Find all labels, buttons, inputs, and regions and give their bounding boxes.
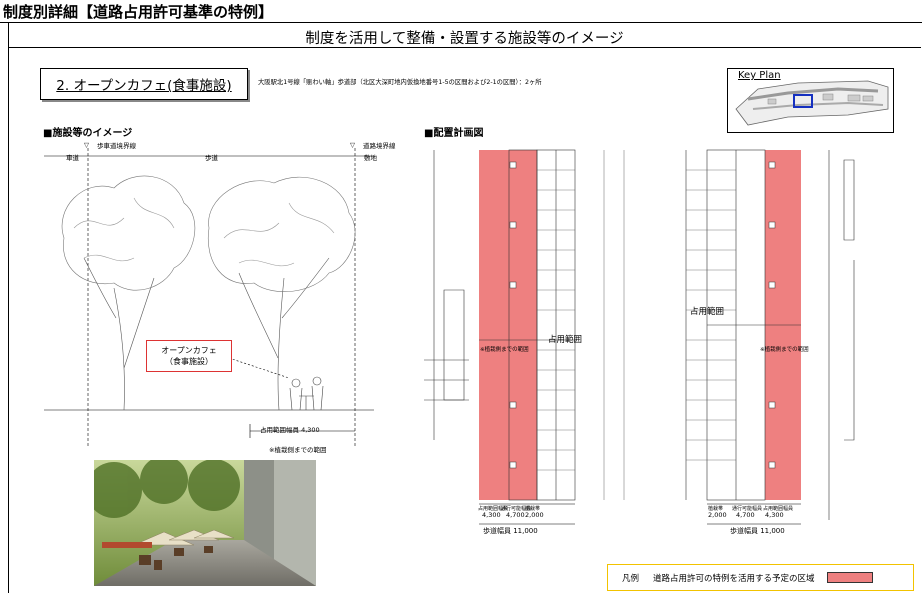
- legend-text: 道路占用許可の特例を活用する予定の区域: [653, 573, 815, 584]
- key-plan-map: [727, 68, 894, 133]
- left-planting-note: ※植栽側までの範囲: [480, 347, 529, 353]
- right-width-3-value: 4,300: [765, 511, 784, 519]
- site-label: 敷地: [364, 154, 377, 162]
- layout-plan-heading: ■配置計画図: [424, 128, 484, 139]
- triangle-marker-left: ▽: [84, 141, 89, 149]
- layout-plan-drawing: [424, 149, 855, 525]
- left-width-3-value: 2,000: [525, 511, 544, 519]
- key-plan-label: Key Plan: [738, 70, 781, 81]
- legend: 凡例 道路占用許可の特例を活用する予定の区域: [607, 564, 914, 591]
- left-width-2-value: 4,700: [506, 511, 525, 519]
- page-subtitle: 制度を活用して整備・設置する施設等のイメージ: [305, 31, 624, 47]
- sidewalk-boundary-label: 歩車道境界線: [97, 142, 136, 150]
- section-description: 大阪駅北1号線「賑わい軸」歩道部（北区大深町地内仮換地番号1-5の区間および2-…: [258, 79, 542, 86]
- section-title: 2. オープンカフェ(食事施設): [56, 78, 232, 94]
- right-occupancy-label: 占用範囲: [690, 307, 725, 317]
- right-width-3-name: 占用範囲幅員: [763, 506, 794, 512]
- right-width-2-name: 通行可能幅員: [732, 506, 763, 512]
- section-title-box: 2. オープンカフェ(食事施設): [40, 68, 248, 100]
- right-width-1-value: 2,000: [708, 511, 727, 519]
- left-occupancy-label: 占用範囲: [548, 335, 583, 345]
- right-width-2-value: 4,700: [736, 511, 755, 519]
- left-width-2-name: 通行可能幅員: [501, 506, 532, 512]
- left-total-width: 歩道幅員 11,000: [483, 527, 538, 535]
- left-width-3-name: 植栽帯: [525, 506, 541, 512]
- roadway-label: 車道: [66, 154, 79, 162]
- facility-image-heading: ■施設等のイメージ: [43, 128, 133, 139]
- sidewalk-label: 歩道: [205, 154, 218, 162]
- tree-elevation-drawing: [44, 148, 374, 448]
- subtitle-divider: [8, 47, 921, 48]
- title-divider: [0, 22, 922, 23]
- right-planting-note: ※植栽側までの範囲: [760, 347, 809, 353]
- left-width-1-name: 占用範囲幅員: [478, 506, 509, 512]
- open-cafe-photo: [94, 460, 316, 586]
- document-title: 制度別詳細【道路占用許可基準の特例】: [3, 3, 274, 21]
- left-occupancy-zone: [479, 150, 537, 500]
- planting-note: ※植栽側までの範囲: [269, 446, 327, 454]
- cafe-label-line2: （食事施設）: [165, 357, 213, 366]
- occupancy-width-label: 占用範囲幅員 4,300: [260, 426, 320, 434]
- triangle-marker-right: ▽: [350, 141, 355, 149]
- content-frame: [8, 23, 922, 593]
- cafe-label-line1: オープンカフェ: [161, 346, 217, 355]
- right-width-1-name: 植栽帯: [708, 506, 724, 512]
- open-cafe-label-box: オープンカフェ （食事施設）: [146, 340, 232, 372]
- road-boundary-label: 道路境界線: [363, 142, 396, 150]
- legend-label: 凡例: [622, 573, 640, 584]
- legend-swatch: [826, 572, 873, 583]
- right-total-width: 歩道幅員 11,000: [730, 527, 785, 535]
- left-width-1-value: 4,300: [482, 511, 501, 519]
